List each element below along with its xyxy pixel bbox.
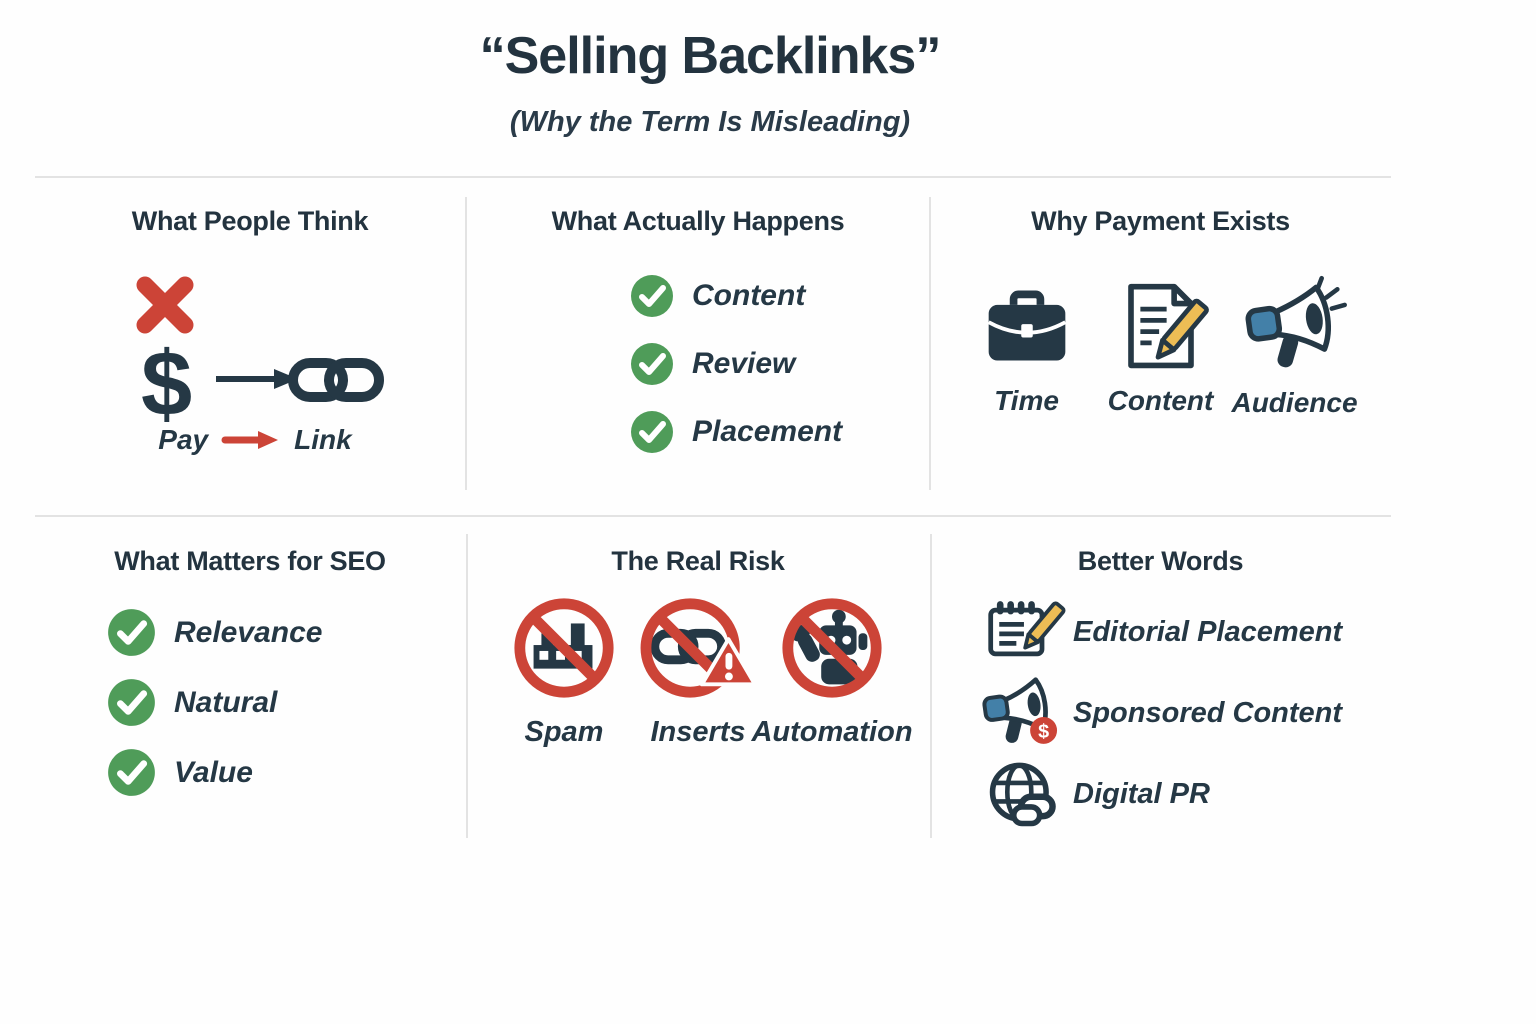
check-item: Relevance [107,608,322,657]
risk-icon-row: Spam Inserts [467,594,929,749]
panel-title: What People Think [131,206,369,236]
notepad-pencil-icon [985,596,1066,668]
check-circle-icon [630,410,674,454]
page-subtitle: (Why the Term Is Misleading) [509,106,911,138]
arrow-right-icon [213,366,301,392]
check-item-label: Relevance [174,615,323,649]
panel-title: Better Words [1077,546,1244,576]
divider-vertical [929,197,931,490]
words-item-label: Sponsored Content [1073,696,1343,729]
panel-title: Why Payment Exists [1031,206,1290,236]
megaphone-dollar-icon: $ [982,675,1061,751]
no-robot-automation-icon [778,594,886,702]
globe-chain-icon [985,758,1061,830]
check-circle-icon [630,342,674,386]
words-item: Digital PR [985,756,1342,832]
pay-label: Pay [158,424,209,455]
words-item: Editorial Placement [985,594,1342,670]
document-pencil-icon [1115,281,1209,371]
payment-item: Content [1101,281,1221,419]
pay-link-caption: Pay Link [35,424,475,456]
panel-what-actually-happens: What Actually Happens Content [467,196,929,506]
svg-text:$: $ [1038,721,1049,743]
payment-item-label: Audience [1231,387,1358,418]
words-item-label: Editorial Placement [1073,615,1343,648]
no-spam-factory-icon [510,594,618,702]
risk-item-label: Inserts [650,716,746,748]
chain-link-icon [287,348,385,412]
panel-what-matters-for-seo: What Matters for SEO Relevance [35,536,465,846]
divider-vertical [465,197,467,490]
payment-item-label: Content [1107,385,1214,416]
panel-the-real-risk: The Real Risk Spam [467,536,929,846]
words-item-label: Digital PR [1073,777,1210,810]
check-item-label: Placement [692,415,843,448]
check-item-label: Review [692,347,796,380]
panel-why-payment-exists: Why Payment Exists Time [931,196,1390,506]
divider-horizontal-top [35,176,1391,178]
check-circle-icon [107,748,156,797]
page-title: “Selling Backlinks” [479,27,942,85]
divider-horizontal-bottom [35,515,1391,517]
dollar-sign: $ [141,333,193,435]
risk-item: Spam [504,594,624,749]
check-item-label: Content [692,279,806,312]
divider-vertical [930,534,932,838]
panel-what-people-think: What People Think $ Pay [35,196,465,506]
briefcase-icon [981,281,1073,371]
panel-title: What Actually Happens [551,206,845,236]
no-link-inserts-icon [639,594,757,702]
x-mark-icon [130,270,200,340]
check-circle-icon [107,608,156,657]
risk-item: Inserts [638,594,758,749]
panel-better-words: Better Words Editorial Placement [931,536,1390,846]
panel-title: What Matters for SEO [114,546,386,576]
panel-title: The Real Risk [611,546,785,576]
check-item: Value [107,748,322,797]
check-circle-icon [107,678,156,727]
check-item: Placement [630,410,842,454]
check-item-label: Value [174,755,253,789]
risk-item-label: Automation [751,716,913,748]
check-list: Content Review Placement [630,274,842,454]
red-arrow-icon [221,429,280,451]
link-label: Link [294,424,352,455]
words-list: Editorial Placement $ Sponsored Content [982,594,1343,832]
check-item: Natural [107,678,322,727]
payment-icon-row: Time Content [931,275,1390,419]
risk-item: Automation [751,594,913,749]
divider-vertical [466,534,468,838]
payment-item: Audience [1231,275,1358,419]
check-circle-icon [630,274,674,318]
payment-item: Time [967,281,1087,419]
megaphone-icon [1245,275,1347,373]
check-item: Content [630,274,842,318]
risk-item-label: Spam [524,716,604,748]
check-item-label: Natural [174,685,278,719]
words-item: $ Sponsored Content [982,675,1343,751]
check-list: Relevance Natural Value [107,608,322,797]
payment-item-label: Time [994,385,1059,416]
check-item: Review [630,342,842,386]
